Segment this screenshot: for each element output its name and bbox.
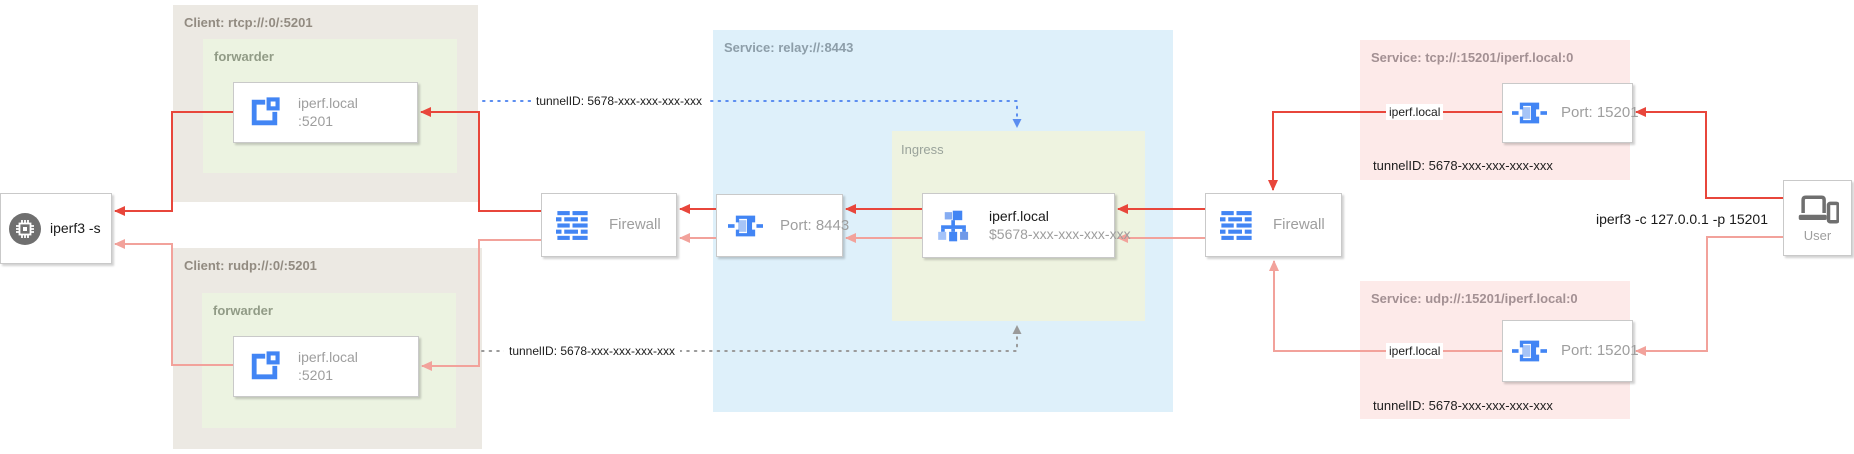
iperf3-server-node: iperf3 -s [0,193,112,264]
forwarder-bottom-node-label: iperf.local:5201 [298,348,358,383]
forwarder-bottom-title: forwarder [213,303,273,318]
service-udp-title: Service: udp://:15201/iperf.local:0 [1371,291,1578,306]
client-app-icon [251,351,280,380]
user-node: User [1783,180,1852,256]
wire-user-to-portudp [1635,236,1783,356]
firewall-left-node: Firewall [541,193,677,257]
forwarder-top-node: iperf.local:5201 [233,82,418,143]
tunnel-id-udp-text: tunnelID: 5678-xxx-xxx-xxx-xxx [1373,398,1553,413]
ingress-title: Ingress [901,142,944,157]
user-label: User [1803,227,1832,243]
firewall-right-label: Firewall [1273,216,1325,234]
client-app-icon [251,97,280,126]
port-15201-udp-label: Port: 15201 [1561,342,1639,360]
ingress-node-label: iperf.local$5678-xxx-xxx-xxx-xxx [989,207,1131,242]
client-rudp-title: Client: rudp://:0/:5201 [184,258,317,273]
iperf-local-line-label-udp: iperf.local [1386,343,1444,359]
port-15201-tcp-node: Port: 15201 [1502,83,1639,143]
forwarder-top-title: forwarder [214,49,274,64]
tunnel-id-tcp-text: tunnelID: 5678-xxx-xxx-xxx-xxx [1373,158,1553,173]
tunnel-id-top-dotted-label: tunnelID: 5678-xxx-xxx-xxx-xxx [531,93,708,109]
client-rtcp-title: Client: rtcp://:0/:5201 [184,15,313,30]
firewall-right-node: Firewall [1205,193,1342,257]
port-8443-label: Port: 8443 [780,216,850,234]
tunnel-id-bottom-dotted-label: tunnelID: 5678-xxx-xxx-xxx-xxx [504,343,681,359]
iperf3-server-label: iperf3 -s [50,219,101,236]
port-icon [728,215,763,236]
relay-service-title: Service: relay://:8443 [724,40,854,55]
wire-user-to-porttcp [1635,107,1783,199]
ingress-node: iperf.local$5678-xxx-xxx-xxx-xxx [922,193,1131,258]
port-8443-node: Port: 8443 [716,194,849,257]
forwarder-top-node-label: iperf.local:5201 [298,94,358,129]
user-devices-icon [1798,195,1839,223]
firewall-icon [1220,210,1252,240]
firewall-icon [556,210,588,240]
iperf3-client-command: iperf3 -c 127.0.0.1 -p 15201 [1596,211,1769,227]
iperf-local-line-label-tcp: iperf.local [1386,104,1444,120]
forwarder-bottom-node: iperf.local:5201 [233,336,419,397]
chip-icon [9,212,41,245]
port-icon [1512,340,1547,362]
firewall-left-label: Firewall [609,216,661,234]
port-15201-tcp-label: Port: 15201 [1561,104,1639,122]
sitemap-icon [938,210,969,241]
port-15201-udp-node: Port: 15201 [1502,320,1639,382]
service-tcp-title: Service: tcp://:15201/iperf.local:0 [1371,50,1574,65]
port-icon [1512,102,1547,124]
